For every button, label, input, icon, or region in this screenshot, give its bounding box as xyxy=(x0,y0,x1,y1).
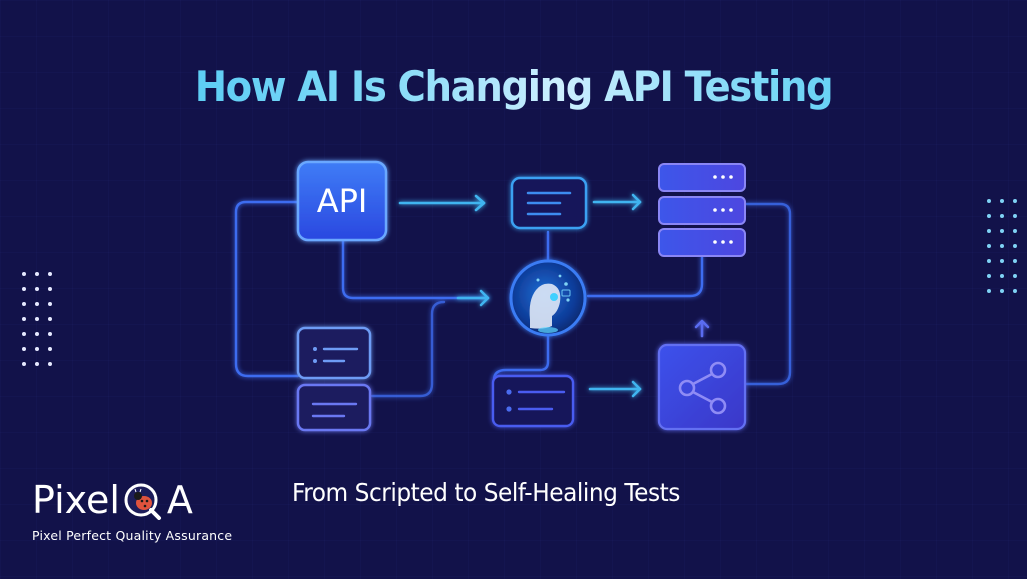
share-node xyxy=(657,343,747,431)
decorative-dot-grid-right xyxy=(987,199,1019,293)
page-title: How AI Is Changing API Testing xyxy=(41,62,986,111)
api-node-label: API xyxy=(316,182,368,220)
ladybug-magnifier-icon xyxy=(124,483,161,520)
brand-wordmark: Pixel A xyxy=(32,480,232,520)
brand-name-part1: Pixel xyxy=(32,478,120,522)
brand-name-part2: A xyxy=(166,478,193,522)
document-top-node xyxy=(510,176,588,230)
server-stack-node xyxy=(658,163,746,257)
list-left-node xyxy=(296,326,372,380)
arrows xyxy=(398,193,710,398)
arrow-to-ai xyxy=(479,289,490,307)
robot-head-icon xyxy=(509,259,587,337)
brand-tagline: Pixel Perfect Quality Assurance xyxy=(32,528,233,543)
share-icon xyxy=(678,361,727,415)
document-left-node xyxy=(296,383,372,432)
page-subtitle: From Scripted to Self-Healing Tests xyxy=(292,478,680,507)
list-bottom-node xyxy=(491,374,575,428)
decorative-dot-grid-left xyxy=(22,272,54,366)
api-node xyxy=(296,160,388,242)
connector-lines xyxy=(234,200,792,398)
brand-logo: Pixel A Pixel Perfect Quality Assurance xyxy=(32,480,232,543)
